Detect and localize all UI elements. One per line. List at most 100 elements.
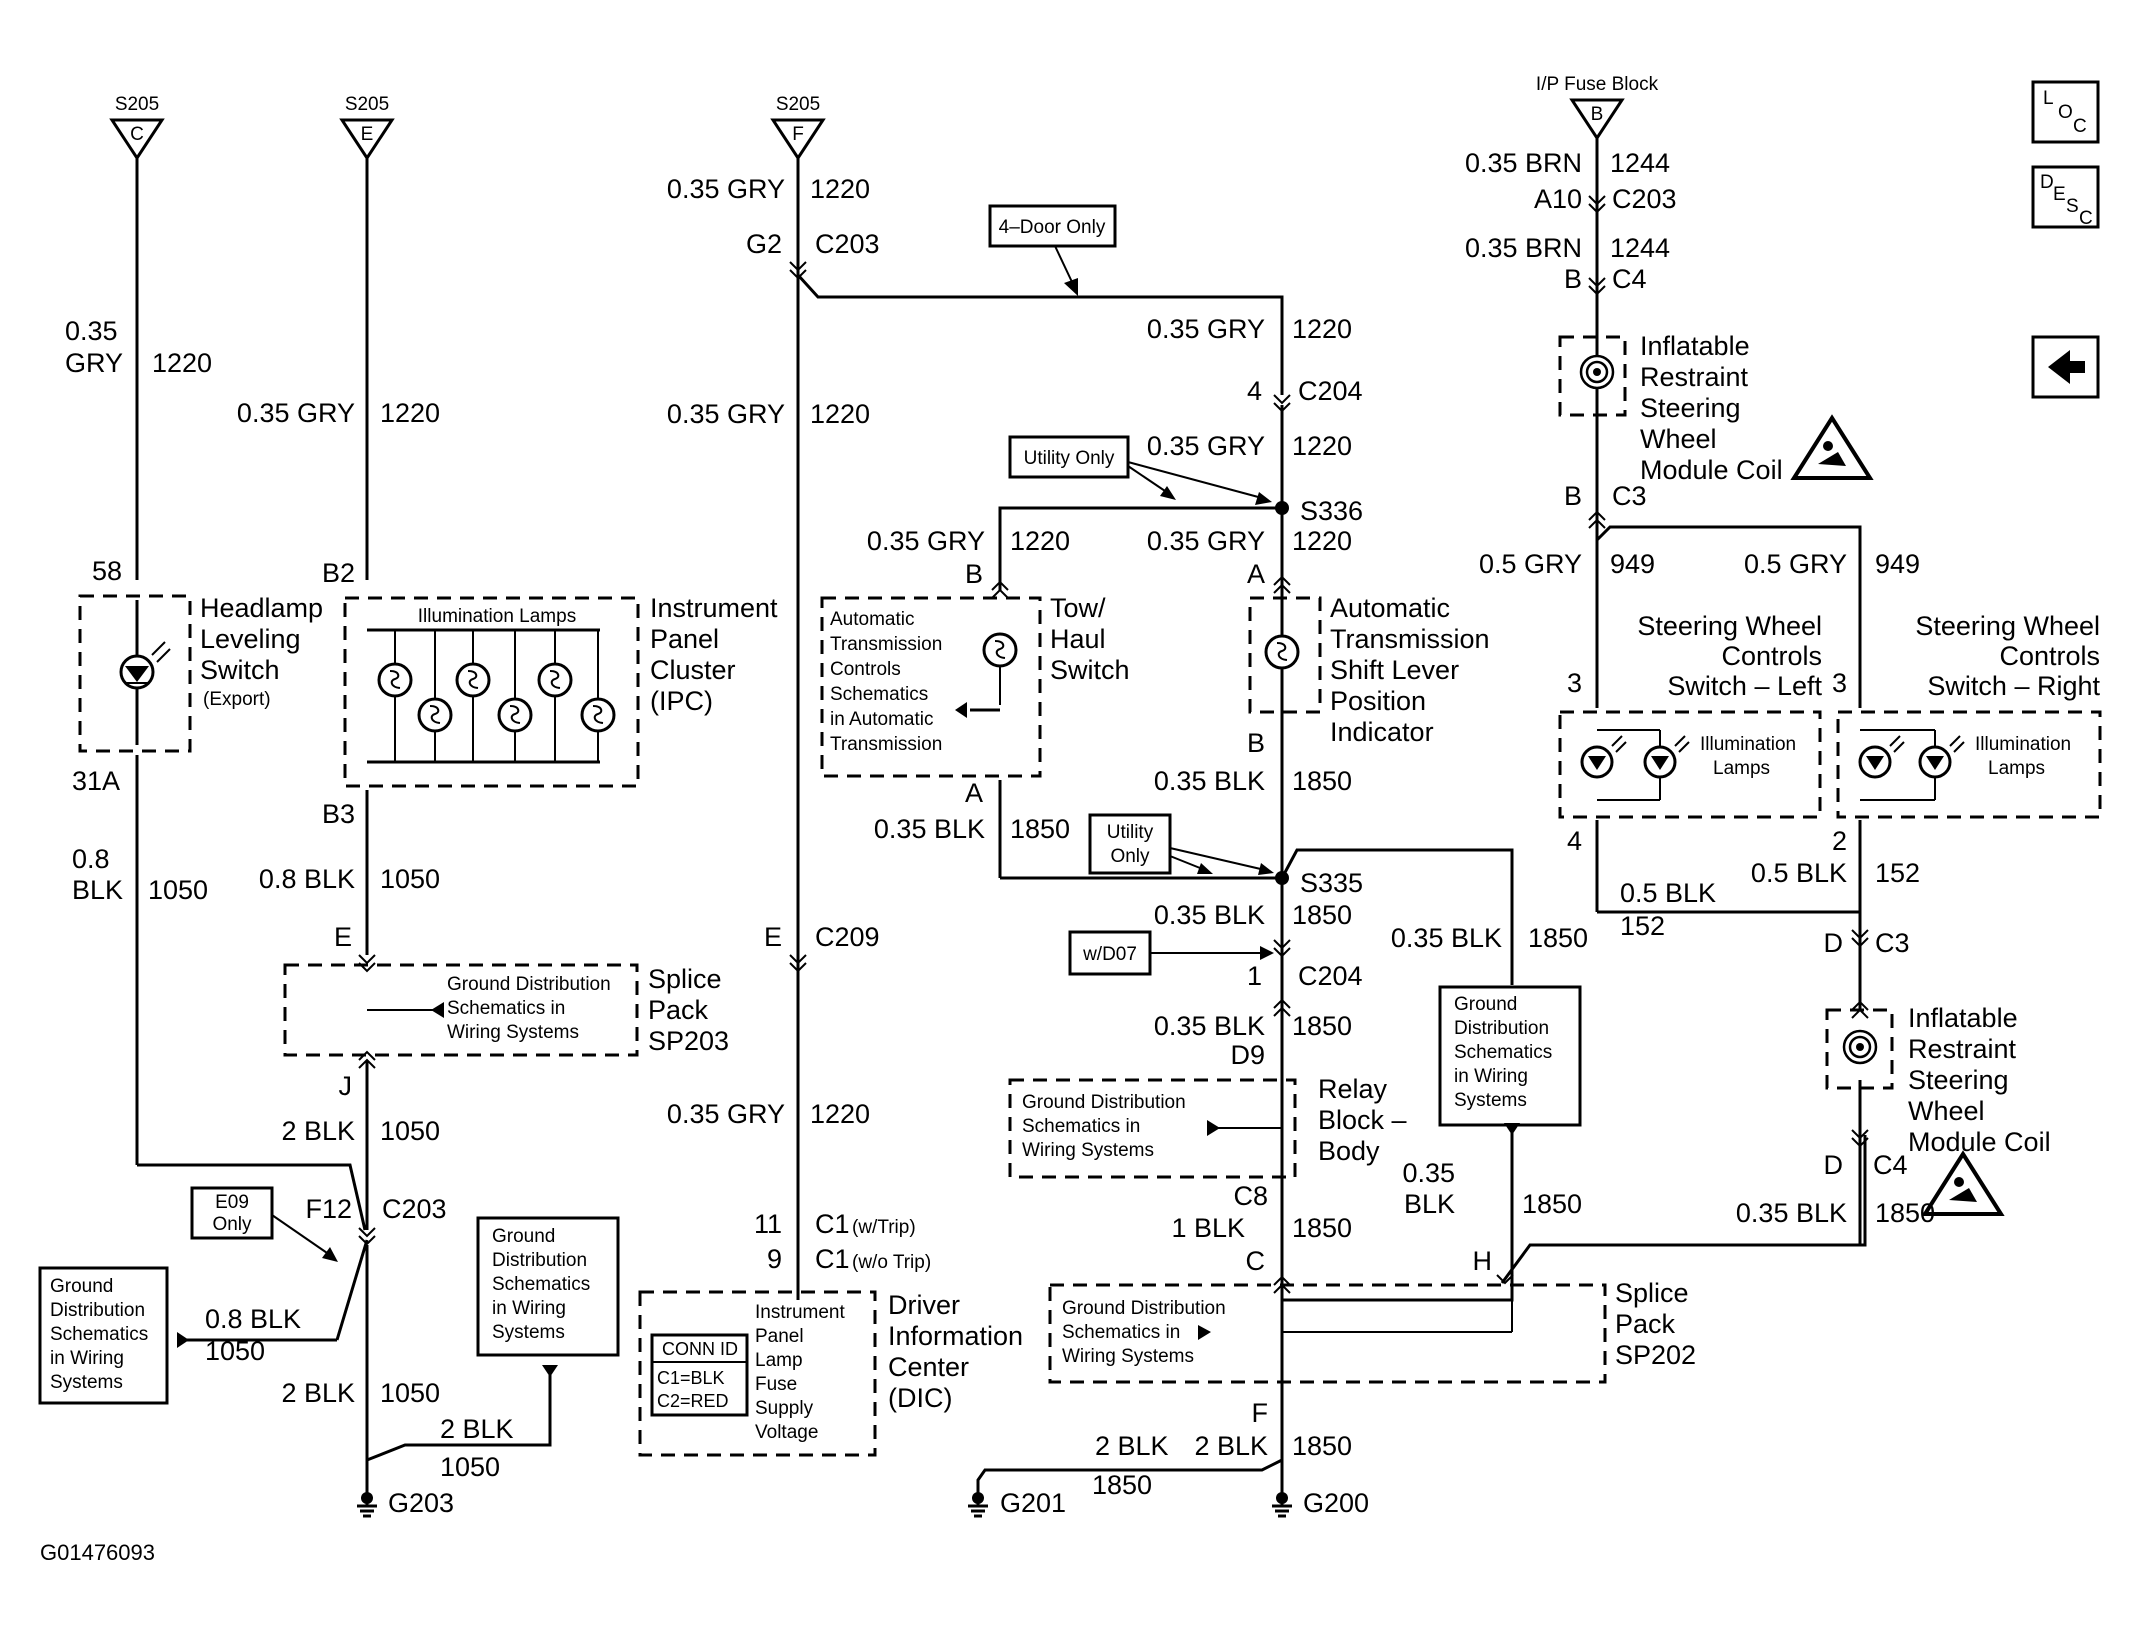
pin-label: B [1564,481,1582,511]
wire-label: 0.35 BLK [1154,766,1265,796]
circuit-number: 1244 [1610,233,1670,263]
pin-label: D9 [1230,1040,1265,1070]
svg-text:Headlamp: Headlamp [200,593,323,623]
ground-label: G201 [1000,1488,1066,1518]
pin-label: 11 [754,1209,782,1239]
circuit-number: 1220 [810,1099,870,1129]
splice-label: S335 [1300,868,1363,898]
connector-chevrons [358,195,1869,1294]
ground-g203-icon [355,1490,379,1518]
pin-label: 2 [1832,826,1847,856]
inflatable-restraint-coil-bottom: Inflatable Restraint Steering Wheel Modu… [1825,1003,2051,1216]
svg-text:Ground Distribution: Ground Distribution [447,974,611,995]
airbag-warning-icon [1923,1152,2003,1216]
pin-label: 4 [1247,376,1262,406]
connector-label: C4 [1612,264,1647,294]
pin-label: A [1247,559,1265,589]
wire-color: BLK [1404,1189,1455,1219]
svg-text:Ground: Ground [1454,994,1517,1015]
svg-text:Cluster: Cluster [650,655,736,685]
svg-text:w/D07: w/D07 [1082,944,1137,965]
svg-text:Voltage: Voltage [755,1422,818,1443]
connector-note: (w/o Trip) [852,1252,931,1273]
pin-label: C8 [1233,1181,1268,1211]
ground-g201-icon [966,1490,990,1518]
headlamp-leveling-switch: Headlamp Leveling Switch (Export) [78,593,323,753]
svg-text:Indicator: Indicator [1330,717,1434,747]
svg-text:Ground Distribution: Ground Distribution [1022,1092,1186,1113]
pin-label: C [1246,1246,1266,1276]
svg-text:Schematics: Schematics [1454,1042,1552,1063]
svg-text:Block –: Block – [1318,1105,1407,1135]
desc-icon[interactable]: D E S C [2031,165,2100,229]
svg-text:Splice: Splice [1615,1278,1689,1308]
svg-text:Pack: Pack [1615,1309,1676,1339]
wire-label: 2 BLK [440,1414,514,1444]
wire-label: 0.35 BRN [1465,233,1582,263]
svg-text:Shift Lever: Shift Lever [1330,655,1459,685]
svg-text:Fuse: Fuse [755,1374,797,1395]
svg-text:Schematics in: Schematics in [447,998,565,1019]
wire-label: 0.35 GRY [1147,526,1265,556]
svg-text:Ground: Ground [492,1226,555,1247]
note-w-d07: w/D07 [1068,930,1274,976]
svg-text:Wheel: Wheel [1640,424,1717,454]
connector-label: C204 [1298,376,1363,406]
svg-text:Controls: Controls [1999,641,2100,671]
pin-label: D [1824,928,1844,958]
wire-color: BLK [72,875,123,905]
svg-text:Splice: Splice [648,964,722,994]
svg-text:Center: Center [888,1352,969,1382]
svg-text:S205: S205 [345,94,389,115]
circuit-number: 1850 [1292,1011,1352,1041]
circuit-number: 152 [1620,911,1665,941]
svg-text:in Wiring: in Wiring [50,1348,124,1369]
note-utility-only-top: Utility Only [1008,435,1272,505]
pin-label: B3 [322,799,355,829]
svg-text:(DIC): (DIC) [888,1383,952,1413]
loc-icon[interactable]: L O C [2031,80,2100,144]
connector-label: C204 [1298,961,1363,991]
circuit-number: 1220 [1292,526,1352,556]
back-arrow-icon[interactable] [2031,335,2100,399]
ground-distribution-ref-mid: Ground Distribution Schematics in Wiring… [476,1216,620,1377]
circuit-number: 1850 [1010,814,1070,844]
svg-text:Automatic: Automatic [1330,593,1450,623]
wire-label: 2 BLK [281,1116,355,1146]
svg-text:Transmission: Transmission [830,634,942,655]
wire-label: 0.35 GRY [667,399,785,429]
circuit-number: 1220 [152,348,212,378]
pin-label: G2 [746,229,782,259]
pin-label: E [764,922,782,952]
svg-text:C: C [2079,208,2093,229]
circuit-number: 1244 [1610,148,1670,178]
svg-text:Schematics in: Schematics in [1022,1116,1140,1137]
svg-text:Lamp: Lamp [755,1350,803,1371]
ground-distribution-ref-right: Ground Distribution Schematics in Wiring… [1438,985,1582,1135]
svg-text:D: D [2040,172,2054,193]
svg-text:Wheel: Wheel [1908,1096,1985,1126]
pin-label: D [1824,1150,1844,1180]
wire-label: 0.35 BLK [1391,923,1502,953]
wire-color: GRY [65,348,123,378]
svg-text:in Automatic: in Automatic [830,709,934,730]
wire-label: 0.35 BLK [1154,1011,1265,1041]
svg-text:C: C [130,124,144,145]
figure-id: G01476093 [40,1540,155,1565]
svg-text:Only: Only [1110,846,1150,867]
connector-label: C203 [382,1194,447,1224]
pin-label: B [1247,728,1265,758]
circuit-number: 1850 [1292,900,1352,930]
pin-label: 1 [1247,961,1262,991]
connector-label: C4 [1873,1150,1908,1180]
splice-pack-sp202: Ground Distribution Schematics in Wiring… [1048,1278,1696,1384]
wire-label: 0.35 GRY [1147,431,1265,461]
svg-text:Distribution: Distribution [50,1300,145,1321]
splice-s205-f: S205 F [776,94,820,145]
svg-text:Switch – Right: Switch – Right [1927,671,2100,701]
wire-label: 0.35 GRY [1147,314,1265,344]
svg-text:Driver: Driver [888,1290,960,1320]
svg-text:E: E [361,124,374,145]
svg-text:Wiring Systems: Wiring Systems [1062,1346,1194,1367]
